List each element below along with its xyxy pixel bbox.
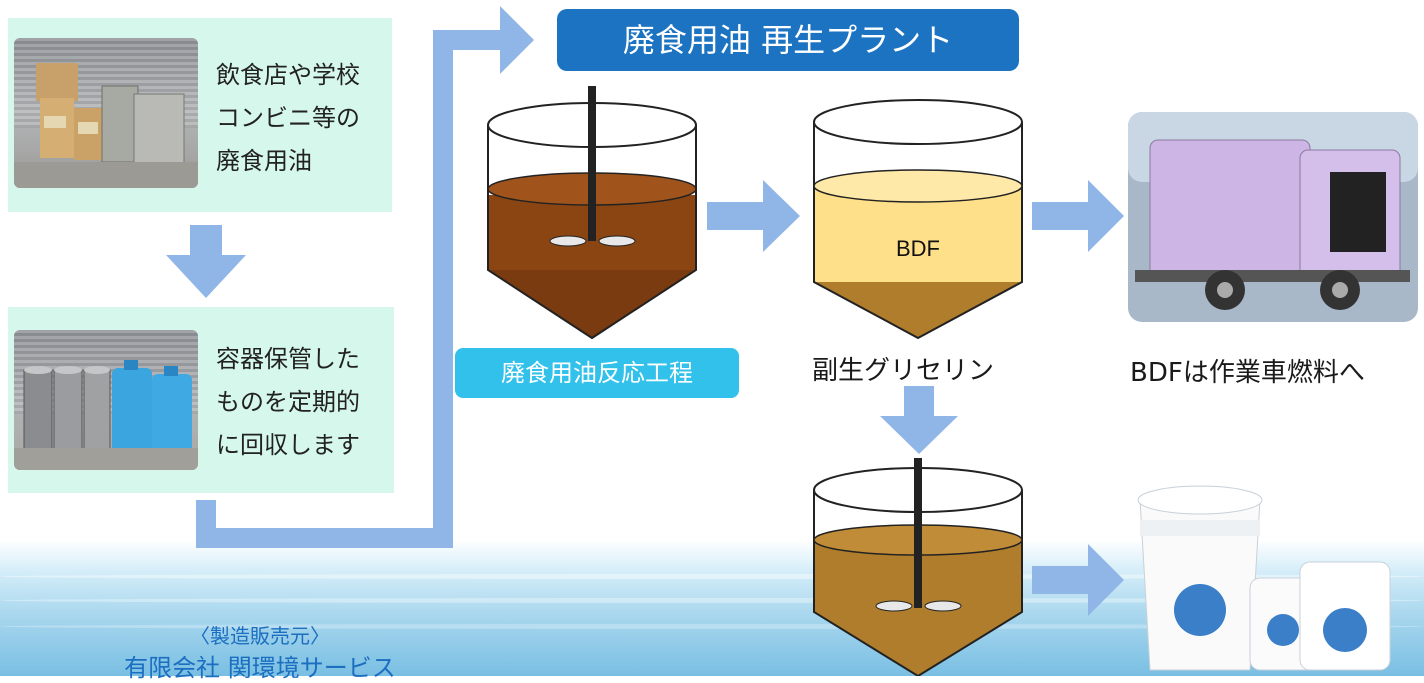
source-line-3: 廃食用油 xyxy=(216,147,312,175)
collection-line-1: 容器保管した xyxy=(216,345,360,373)
reaction-tank xyxy=(487,86,697,340)
down-arrow-1 xyxy=(166,225,246,298)
glycerin-label: 副生グリセリン xyxy=(812,356,995,386)
bdf-use-label: BDFは作業車燃料へ xyxy=(1130,358,1365,388)
bdf-tank-label: BDF xyxy=(896,236,940,261)
right-arrow-1 xyxy=(707,180,800,252)
garbage-truck-photo xyxy=(1128,112,1418,322)
source-line-2: コンビニ等の xyxy=(216,104,360,132)
source-text: 飲食店や学校 コンビニ等の 廃食用油 xyxy=(216,54,386,183)
down-arrow-2 xyxy=(880,386,958,454)
bdf-tank xyxy=(813,99,1023,340)
reaction-step-label: 廃食用油反応工程 xyxy=(455,348,739,398)
cleaner-bottles-photo xyxy=(1137,485,1391,671)
maker-company: 有限会社 関環境サービス xyxy=(124,654,396,682)
collection-line-3: に回収します xyxy=(216,431,360,459)
source-line-1: 飲食店や学校 xyxy=(216,61,360,89)
oil-cans-photo xyxy=(14,38,198,188)
plant-title: 廃食用油 再生プラント xyxy=(557,9,1019,71)
containers-photo xyxy=(14,330,198,470)
right-arrow-3 xyxy=(1032,544,1124,616)
glycerin-tank xyxy=(813,458,1023,676)
route-arrow xyxy=(196,6,534,548)
maker-heading: 〈製造販売元〉 xyxy=(190,624,330,648)
right-arrow-2 xyxy=(1032,180,1124,252)
collection-line-2: ものを定期的 xyxy=(216,388,360,416)
collection-text: 容器保管した ものを定期的 に回収します xyxy=(216,338,386,467)
